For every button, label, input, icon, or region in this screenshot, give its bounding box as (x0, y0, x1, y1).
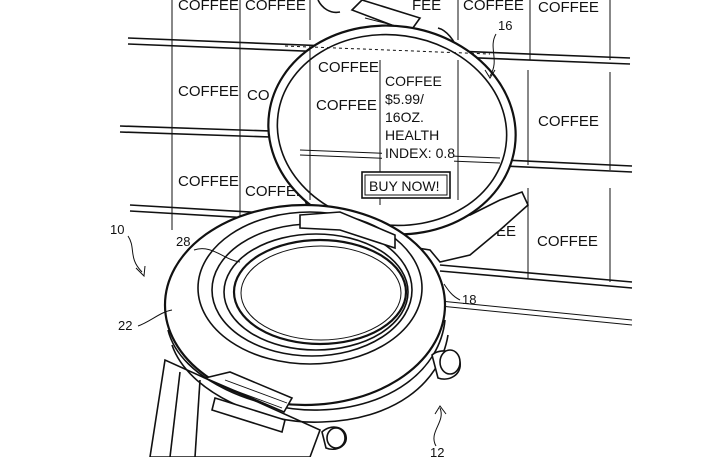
ref-numeral-10: 10 (110, 222, 124, 237)
shelf-label-co: CO (247, 87, 270, 104)
display-health-index: INDEX: 0.8 (385, 145, 455, 161)
leader-arrow-icon (434, 405, 447, 415)
display-size: 16OZ. (385, 109, 424, 125)
shelf-label-coffee-3: COFFEE (463, 0, 524, 14)
display-health-label: HEALTH (385, 127, 439, 143)
ref-numeral-16: 16 (498, 18, 512, 33)
shelf-label-coffee-7: COFFEE (178, 173, 239, 190)
display-product-name: COFFEE (385, 73, 442, 89)
lid-display: COFFEE COFFEE COFFEE $5.99/ 16OZ. HEALTH… (267, 0, 529, 263)
lens-label-coffee-1: COFFEE (318, 59, 379, 76)
lens-label-coffee-2: COFFEE (316, 97, 377, 114)
buy-now-button[interactable]: BUY NOW! (361, 171, 451, 199)
ref-numeral-28: 28 (176, 234, 190, 249)
ref-numeral-22: 22 (118, 318, 132, 333)
leader-arrow-icon (135, 265, 146, 278)
buy-now-label: BUY NOW! (369, 178, 440, 194)
ref-numeral-12: 12 (430, 445, 444, 457)
reference-annotations: 16 10 28 18 22 12 (110, 18, 512, 457)
shelf-label-coffee-9: COFFEE (537, 233, 598, 250)
shelf-label-coffee-4: COFFEE (538, 0, 599, 16)
shelf-label-coffee-1: COFFEE (178, 0, 239, 14)
shelf-label-coffee-5: COFFEE (178, 83, 239, 100)
leader-arrow-icon (484, 69, 496, 79)
shelf-label-coffee-6: COFFEE (538, 113, 599, 130)
ref-numeral-18: 18 (462, 292, 476, 307)
watch-body (149, 203, 461, 457)
display-price: $5.99/ (385, 91, 424, 107)
shelf-label-coffee-2: COFFEE (245, 0, 306, 14)
shelf-label-fee: FEE (412, 0, 441, 14)
